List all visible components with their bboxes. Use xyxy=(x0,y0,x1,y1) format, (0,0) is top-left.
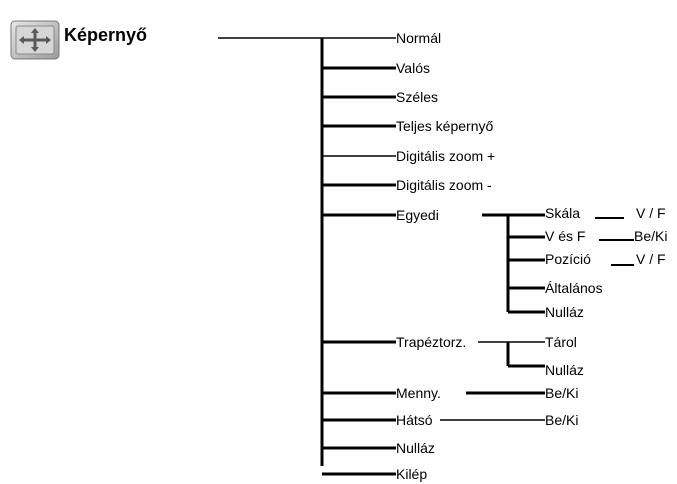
sub-trapez-nullaz: Nulláz xyxy=(545,362,584,378)
item-digitalis-zoom-minus: Digitális zoom - xyxy=(396,177,492,193)
hatso-value: Be/Ki xyxy=(545,412,579,428)
item-menny: Menny. xyxy=(396,385,441,401)
item-valos: Valós xyxy=(396,60,430,76)
screen-move-icon xyxy=(10,20,60,60)
menu-title: Képernyő xyxy=(64,25,148,45)
sub-pozicio: Pozíció xyxy=(545,251,591,267)
sub-altalanos: Általános xyxy=(545,280,603,296)
item-teljes-kepernyo: Teljes képernyő xyxy=(396,118,494,134)
item-szeles: Széles xyxy=(396,89,439,105)
sub-egyedi-nullaz: Nulláz xyxy=(545,304,584,320)
item-egyedi: Egyedi xyxy=(396,207,439,223)
item-nullaz: Nulláz xyxy=(396,440,435,456)
item-hatso: Hátsó xyxy=(396,412,433,428)
item-trapeztorz: Trapéztorz. xyxy=(396,334,467,350)
sub-v-es-f: V és F xyxy=(545,228,586,244)
sub-tarol: Tárol xyxy=(545,334,577,350)
item-kilep: Kilép xyxy=(396,466,428,482)
menny-value: Be/Ki xyxy=(545,385,579,401)
item-digitalis-zoom-plus: Digitális zoom + xyxy=(396,148,496,164)
item-normal: Normál xyxy=(396,30,442,46)
sub-skala: Skála xyxy=(545,205,581,221)
sub-pozicio-value: V / F xyxy=(636,251,666,267)
sub-skala-value: V / F xyxy=(636,205,666,221)
sub-v-es-f-value: Be/Ki xyxy=(634,228,668,244)
